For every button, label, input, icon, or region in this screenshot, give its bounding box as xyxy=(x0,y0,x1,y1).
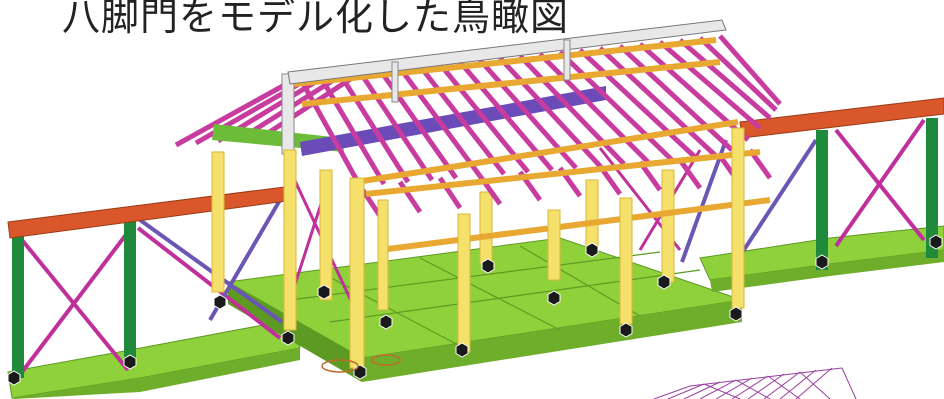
column xyxy=(731,127,745,309)
ridge-post-2 xyxy=(391,61,399,103)
hexagon-node-icon xyxy=(281,330,295,346)
hexagon-node-icon xyxy=(619,322,633,338)
ridge-post-3 xyxy=(563,39,571,81)
hexagon-node-icon xyxy=(815,254,829,270)
right-wall-slab-side xyxy=(710,250,944,292)
right-wall-braces xyxy=(834,118,926,248)
roof xyxy=(174,19,782,253)
hexagon-node-icon xyxy=(929,234,943,250)
column xyxy=(211,151,225,293)
hexagon-node-icon xyxy=(729,306,743,322)
floor-mark xyxy=(321,354,401,373)
diagram-caption: 八脚門をモデル化した鳥瞰図 xyxy=(62,0,570,39)
main-floor-slab-side xyxy=(362,300,742,382)
column xyxy=(661,169,675,283)
hexagon-node-icon xyxy=(481,258,495,274)
right-wall-column-2 xyxy=(926,118,938,258)
hexagon-node-icon xyxy=(317,284,331,300)
ridge-beam xyxy=(287,19,727,85)
column xyxy=(479,191,493,265)
hexagon-node-icon xyxy=(585,242,599,258)
hexagon-node-icon xyxy=(657,274,671,290)
inset-roof-preview xyxy=(653,367,857,399)
ridge-post xyxy=(281,73,295,155)
column xyxy=(377,199,389,311)
node-markers xyxy=(7,234,943,386)
column xyxy=(547,209,561,281)
gate-columns-back xyxy=(211,151,675,301)
right-wall-column-1 xyxy=(816,130,828,270)
right-wall xyxy=(680,97,944,270)
column xyxy=(457,213,471,353)
column xyxy=(585,179,599,251)
hexagon-node-icon xyxy=(379,314,393,330)
hexagon-node-icon xyxy=(455,342,469,358)
left-wall-column-2 xyxy=(124,212,136,362)
column xyxy=(283,149,297,331)
hexagon-node-icon xyxy=(123,354,137,370)
hexagon-node-icon xyxy=(353,364,367,380)
purlins xyxy=(293,37,771,253)
left-wall-column-1 xyxy=(12,228,24,378)
purple-tie-beam xyxy=(300,86,606,156)
hexagon-node-icon xyxy=(7,370,21,386)
left-wall-braces xyxy=(20,226,282,374)
gate-columns-front xyxy=(283,127,745,369)
column xyxy=(619,197,633,325)
column xyxy=(349,177,365,369)
hexagon-node-icon xyxy=(547,290,561,306)
column xyxy=(319,169,333,301)
left-wall-slab-side xyxy=(12,348,300,399)
hexagon-node-icon xyxy=(213,294,227,310)
right-wall-purple-braces xyxy=(680,138,818,264)
